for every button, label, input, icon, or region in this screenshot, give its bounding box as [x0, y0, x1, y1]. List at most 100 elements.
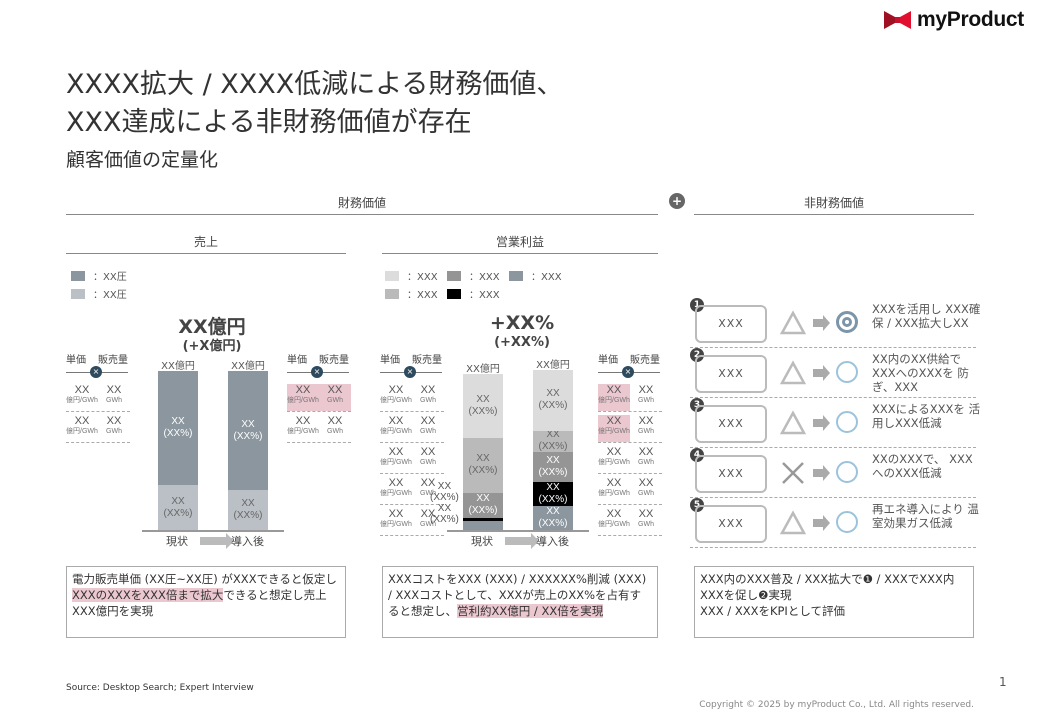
value: XX [638, 477, 654, 489]
triangle-icon [779, 510, 807, 536]
chart-headline: XX億円 [178, 316, 246, 338]
segment-value: XX [476, 453, 490, 465]
divider [382, 253, 658, 254]
segment-percent: (XX%) [538, 466, 568, 478]
legend-swatch [71, 288, 85, 299]
bar-segment: XX(XX%) [533, 370, 573, 431]
section-op-profit: 営業利益 [495, 235, 544, 249]
side-divider: × [598, 366, 660, 378]
value: XX [606, 446, 622, 458]
value: XX [388, 477, 404, 489]
segment-percent: (XX%) [163, 507, 193, 519]
result-text: 再エネ導入により 温室効果ガス低減 [872, 502, 979, 530]
bar-segment: XX(XX%) [228, 490, 268, 530]
side-divider: × [380, 366, 442, 378]
value: XX [638, 384, 654, 396]
unit: GWh [420, 397, 436, 404]
circle-icon [836, 511, 858, 533]
unit: GWh [638, 490, 654, 497]
legend-swatch [447, 288, 461, 299]
unit: 億円/GWh [598, 397, 630, 404]
unit-price-label: 単価 [380, 355, 400, 366]
segment-percent: (XX%) [468, 505, 498, 517]
value: XX [106, 384, 122, 396]
result-text: XX内のXX供給で XXXへのXXXを 防ぎ、XXX [872, 352, 969, 394]
legend-label: ：XXX [531, 272, 562, 283]
title-line-2: XXX達成による非財務価値が存在 [66, 107, 472, 138]
cross-icon [780, 460, 806, 486]
value: XX [388, 415, 404, 427]
unit-price-label: 単価 [66, 355, 86, 366]
unit: GWh [638, 521, 654, 528]
triangle-icon [779, 410, 807, 436]
unit: GWh [106, 397, 122, 404]
segment-value: XX [476, 493, 490, 505]
legend-label: ：XX圧 [93, 290, 127, 301]
segment-percent: (XX%) [233, 510, 263, 522]
result-text: XXXを活用し XXX確保 / XXX拡大しXX [872, 302, 981, 330]
value: XX [420, 384, 436, 396]
chart-subheadline: (+XX%) [494, 335, 550, 350]
multiply-icon: × [404, 366, 416, 378]
item-box: XXX [695, 505, 767, 543]
divider [66, 253, 346, 254]
segment-value: XX [546, 388, 560, 400]
multiply-icon: × [622, 366, 634, 378]
value: XX [420, 415, 436, 427]
copyright: Copyright © 2025 by myProduct Co., Ltd. … [699, 700, 974, 710]
side-header: 単価 販売量 [66, 351, 128, 366]
segment-percent: (XX%) [233, 430, 263, 442]
segment-percent: (XX%) [468, 405, 498, 417]
x-label: 現状 [166, 535, 188, 548]
bar-segment: XX(XX%) [463, 374, 503, 438]
page-subtitle: 顧客価値の定量化 [66, 149, 219, 171]
value: XX [327, 384, 343, 396]
triangle-icon [779, 360, 807, 386]
segment-value: XX [546, 481, 560, 493]
segment-percent: (XX%) [538, 400, 568, 412]
right-arrow-icon [200, 533, 234, 549]
side-header: 単価販売量 [287, 351, 349, 366]
unit: 億円/GWh [598, 521, 630, 528]
divider [694, 214, 974, 215]
bar: XX(XX%)XX(XX%) [228, 371, 268, 530]
legend-swatch [447, 270, 461, 281]
bar-segment: XX(XX%) [158, 371, 198, 486]
value: XX [295, 415, 311, 427]
volume-label: 販売量 [98, 355, 128, 366]
legend-item: ：XXX [385, 286, 438, 301]
item-box: XXX [695, 355, 767, 393]
segment-percent: (XX%) [538, 441, 568, 452]
bar: XX(XX%)XX(XX%) [158, 371, 198, 530]
value: XX [638, 446, 654, 458]
value: XX [388, 508, 404, 520]
note-text: 電力販売単価 (XX圧~XX圧) がXXXできると仮定し [72, 572, 337, 586]
circle-icon [836, 361, 858, 383]
chart-subheadline: (+X億円) [182, 339, 242, 354]
bar-segment [463, 517, 503, 521]
note-profit: XXXコストをXXX (XXX) / XXXXXX%削減 (XXX) / XXX… [382, 566, 658, 638]
highlighted-text: 営利約XX億円 / XX倍を実現 [457, 604, 604, 618]
unit: GWh [420, 459, 436, 466]
unit: GWh [327, 428, 343, 435]
unit: 億円/GWh [66, 397, 98, 404]
highlighted-text: XXXのXXXをXXX倍まで拡大 [72, 588, 224, 602]
double-circle-icon [836, 311, 858, 333]
